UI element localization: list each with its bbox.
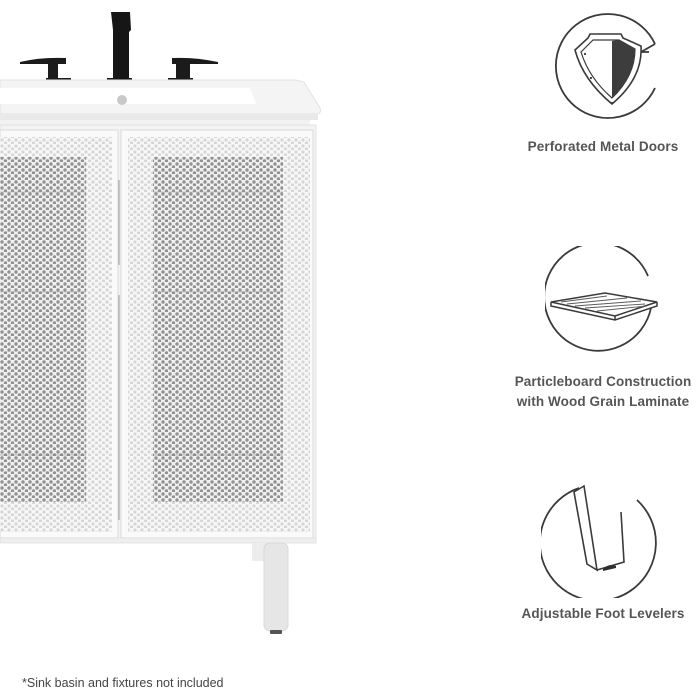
- feature-label-line1: Particleboard Construction: [514, 374, 692, 389]
- feature-adjustable-foot-levelers: Adjustable Foot Levelers: [503, 470, 700, 630]
- feature-label: Perforated Metal Doors: [527, 139, 679, 154]
- feature-label-line2: with Wood Grain Laminate: [516, 394, 690, 409]
- shield-icon: [555, 13, 656, 119]
- vanity-product-image: [0, 0, 340, 650]
- footnote: *Sink basin and fixtures not included: [22, 676, 224, 690]
- foot-leveler-icon: [541, 484, 657, 598]
- feature-label: Adjustable Foot Levelers: [521, 606, 685, 621]
- faucet-spout: [107, 12, 132, 86]
- wood-panel-icon: [545, 246, 658, 352]
- feature-particleboard-construction: Particleboard Construction with Wood Gra…: [503, 240, 700, 420]
- feature-perforated-metal-doors: Perforated Metal Doors: [503, 0, 700, 170]
